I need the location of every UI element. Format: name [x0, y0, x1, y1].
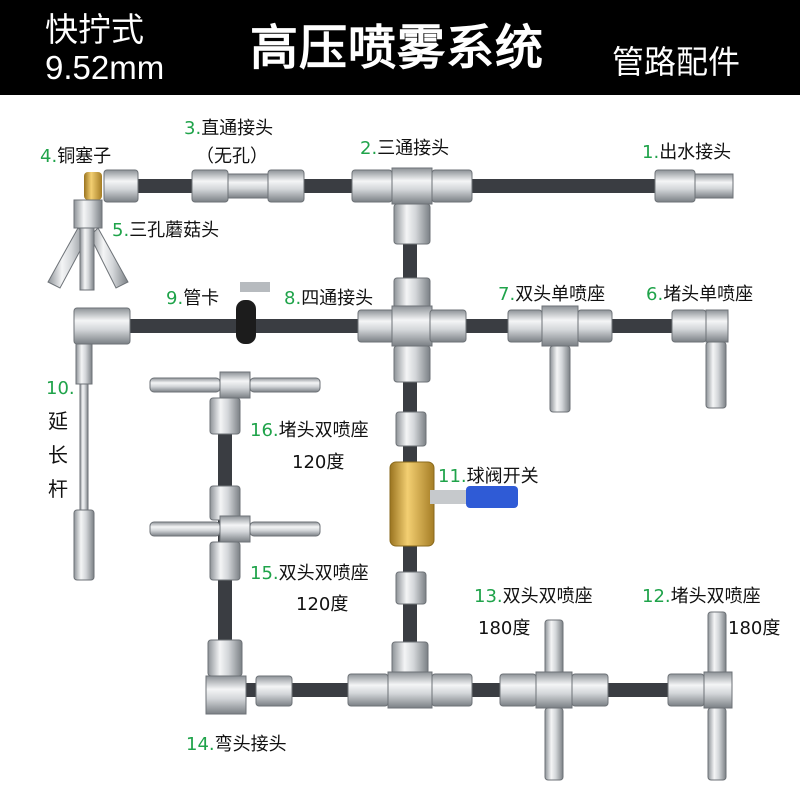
label-ball-valve: 11.球阀开关 [438, 466, 539, 487]
label-extension-rod-char2: 长 [48, 443, 68, 467]
cross-fitting [357, 277, 467, 383]
elbow-fitting [205, 639, 293, 715]
extension-rod [73, 307, 131, 581]
label-elbow: 14.弯头接头 [186, 734, 287, 755]
double-head-double-seat-120 [149, 485, 321, 581]
straight-union [191, 169, 305, 203]
label-outlet: 1.出水接头 [642, 142, 732, 163]
label-cross: 8.四通接头 [284, 288, 374, 309]
mushroom-nozzle [47, 199, 129, 291]
label-tee: 2.三通接头 [360, 138, 450, 159]
outlet-fitting [654, 169, 734, 203]
label-extension-rod-char1: 延 [48, 409, 68, 433]
label-mushroom-nozzle: 5.三孔蘑菇头 [112, 220, 220, 241]
label-double-head-double-180: 13.双头双喷座 [474, 586, 593, 607]
header-title: 高压喷雾系统 [250, 20, 545, 76]
brass-plug [84, 172, 102, 200]
header-banner: 快拧式 9.52mm 高压喷雾系统 管路配件 [0, 0, 800, 95]
label-no-hole: （无孔） [196, 146, 268, 167]
double-head-double-seat-180 [499, 619, 609, 781]
label-plug-double-120: 16.堵头双喷座 [250, 420, 369, 441]
label-extension-rod-num: 10. [46, 378, 75, 399]
label-double-head-double-180-angle: 180度 [478, 618, 531, 639]
double-head-single-seat [507, 305, 613, 413]
label-plug-double-180: 12.堵头双喷座 [642, 586, 761, 607]
plug-double-seat-120 [149, 371, 321, 435]
label-straight-union: 3.直通接头 [184, 118, 274, 139]
plug-nut [103, 169, 139, 203]
label-plug-double-180-angle: 180度 [728, 618, 781, 639]
header-type: 快拧式 [45, 10, 144, 49]
header-size: 9.52mm [45, 49, 165, 86]
label-extension-rod-char3: 杆 [48, 477, 68, 501]
pipe-clamp [236, 282, 270, 344]
label-double-head-double-120-angle: 120度 [296, 594, 349, 615]
label-brass-plug: 4.铜塞子 [40, 146, 112, 167]
label-plug-double-120-angle: 120度 [292, 452, 345, 473]
label-pipe-clamp: 9.管卡 [166, 288, 220, 309]
label-double-head-single: 7.双头单喷座 [498, 284, 606, 305]
header-category: 管路配件 [612, 43, 741, 81]
pipe-diagram [47, 167, 734, 781]
label-plug-single: 6.堵头单喷座 [646, 284, 754, 305]
ball-valve [389, 411, 518, 605]
bottom-tee [347, 641, 473, 709]
plug-double-seat-180 [667, 611, 733, 781]
label-double-head-double-120: 15.双头双喷座 [250, 563, 369, 584]
plug-single-seat [671, 309, 729, 409]
tee-fitting [351, 167, 473, 245]
